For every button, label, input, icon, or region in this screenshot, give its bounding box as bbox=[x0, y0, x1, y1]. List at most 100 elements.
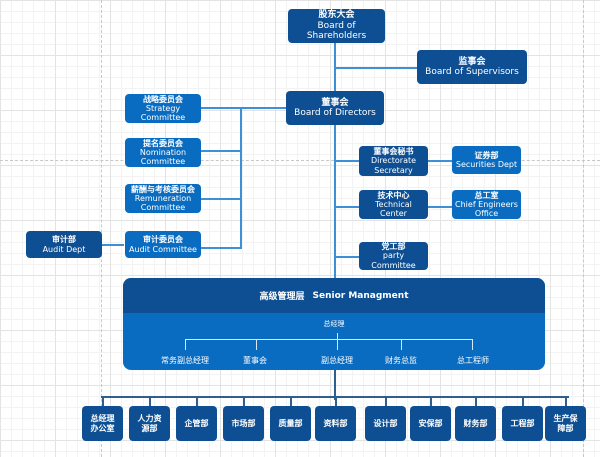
committee-strategy[interactable]: 战略委员会 Strategy Committee bbox=[125, 94, 201, 123]
securities-connector bbox=[428, 160, 452, 162]
remuneration-connector bbox=[200, 198, 241, 200]
role-drop-line bbox=[337, 333, 338, 350]
committee-en: Nomination Committee bbox=[139, 147, 187, 167]
roles-bus-line bbox=[185, 339, 473, 340]
department-label: 企管部 bbox=[184, 418, 209, 428]
party-box[interactable]: 党工部 party Committee bbox=[359, 242, 428, 270]
department-box[interactable]: 生产保障部 bbox=[545, 406, 586, 441]
department-label: 生产保障部 bbox=[553, 414, 578, 433]
audit-committee-connector bbox=[200, 247, 241, 249]
committees-spine-connector bbox=[240, 107, 242, 249]
department-label: 工程部 bbox=[510, 418, 535, 428]
page-break-line bbox=[101, 0, 102, 457]
supervisors-zh: 监事会 bbox=[458, 56, 486, 67]
chief-engineers-zh: 总工室 bbox=[474, 190, 499, 200]
department-box[interactable]: 设计部 bbox=[365, 406, 406, 441]
committee-audit[interactable]: 审计委员会 Audit Committee bbox=[125, 231, 201, 258]
department-label: 质量部 bbox=[278, 418, 303, 428]
role-drop-line bbox=[472, 339, 473, 350]
dept-spine-connector bbox=[334, 370, 336, 400]
chief-engineers-en: Chief Engineers Office bbox=[455, 199, 518, 219]
party-connector bbox=[335, 256, 359, 258]
secretary-en: Directorate Secretary bbox=[370, 156, 417, 175]
committee-remuneration[interactable]: 薪酬与考核委员会 Remuneration Committee bbox=[125, 184, 201, 213]
secretary-connector bbox=[335, 160, 359, 162]
department-drop-connector bbox=[196, 396, 198, 406]
department-box[interactable]: 资料部 bbox=[315, 406, 356, 441]
securities-box[interactable]: 证券部 Securities Dept bbox=[452, 146, 521, 174]
department-box[interactable]: 财务部 bbox=[455, 406, 496, 441]
directors-zh: 董事会 bbox=[321, 97, 349, 108]
ceo-label: 总经理 bbox=[323, 320, 345, 328]
strategy-connector bbox=[200, 107, 288, 109]
department-label: 设计部 bbox=[373, 418, 398, 428]
committee-zh: 战略委员会 bbox=[143, 94, 183, 104]
department-label: 总经理办公室 bbox=[90, 414, 115, 433]
department-box[interactable]: 质量部 bbox=[270, 406, 311, 441]
tech-center-box[interactable]: 技术中心 Technical Center bbox=[359, 190, 428, 219]
department-box[interactable]: 工程部 bbox=[502, 406, 543, 441]
audit-dept-en: Audit Dept bbox=[42, 244, 86, 254]
secretary-zh: 董事会秘书 bbox=[373, 147, 414, 157]
department-label: 财务部 bbox=[463, 418, 488, 428]
committee-zh: 薪酬与考核委员会 bbox=[131, 184, 195, 194]
committee-en: Strategy Committee bbox=[140, 103, 186, 123]
senior-management-zh: 高级管理层 bbox=[259, 292, 305, 302]
department-drop-connector bbox=[290, 396, 292, 406]
directors-box[interactable]: 董事会 Board of Directors bbox=[286, 91, 384, 125]
senior-management-en: Senior Managment bbox=[312, 290, 409, 301]
shareholders-box[interactable]: 股东大会 Board of Shareholders bbox=[288, 9, 385, 43]
department-box[interactable]: 人力资源部 bbox=[129, 406, 170, 441]
supervisors-box[interactable]: 监事会 Board of Supervisors bbox=[417, 50, 527, 84]
tech-center-en: Technical Center bbox=[375, 199, 412, 219]
department-label: 安保部 bbox=[418, 418, 443, 428]
department-drop-connector bbox=[102, 396, 104, 406]
department-drop-connector bbox=[430, 396, 432, 406]
department-label: 资料部 bbox=[323, 418, 348, 428]
chief-engineers-connector bbox=[428, 206, 452, 208]
secretary-box[interactable]: 董事会秘书 Directorate Secretary bbox=[359, 146, 428, 176]
directors-en: Board of Directors bbox=[294, 108, 376, 118]
page-break-line bbox=[0, 160, 600, 161]
department-drop-connector bbox=[565, 396, 567, 406]
role-label: 总工程师 bbox=[457, 356, 489, 365]
senior-management-panel[interactable]: 高级管理层 Senior Managment 总经理 常务副总经理 董事会 副总… bbox=[123, 278, 545, 370]
department-drop-connector bbox=[475, 396, 477, 406]
audit-dept-box[interactable]: 审计部 Audit Dept bbox=[26, 231, 102, 258]
department-drop-connector bbox=[335, 396, 337, 406]
party-zh: 党工部 bbox=[381, 242, 406, 252]
audit-dept-connector bbox=[102, 244, 124, 246]
committee-en: Remuneration Committee bbox=[134, 193, 192, 213]
shareholders-zh: 股东大会 bbox=[318, 10, 355, 21]
securities-zh: 证券部 bbox=[474, 150, 499, 160]
supervisors-en: Board of Supervisors bbox=[425, 67, 519, 77]
party-en: party Committee bbox=[371, 251, 416, 270]
senior-management-header: 高级管理层 Senior Managment bbox=[123, 278, 545, 313]
tech-center-connector bbox=[335, 206, 359, 208]
chief-engineers-box[interactable]: 总工室 Chief Engineers Office bbox=[452, 190, 521, 219]
page-break-line bbox=[583, 0, 584, 457]
department-box[interactable]: 企管部 bbox=[176, 406, 217, 441]
role-drop-line bbox=[185, 339, 186, 350]
department-drop-connector bbox=[243, 396, 245, 406]
nomination-connector bbox=[200, 150, 241, 152]
department-box[interactable]: 总经理办公室 bbox=[82, 406, 123, 441]
role-label: 常务副总经理 bbox=[161, 356, 209, 365]
tech-center-zh: 技术中心 bbox=[377, 190, 410, 200]
department-drop-connector bbox=[149, 396, 151, 406]
committee-zh: 提名委员会 bbox=[143, 138, 183, 148]
department-drop-connector bbox=[385, 396, 387, 406]
committee-zh: 审计委员会 bbox=[143, 235, 183, 245]
committee-nomination[interactable]: 提名委员会 Nomination Committee bbox=[125, 138, 201, 167]
supervisors-connector bbox=[335, 67, 418, 69]
department-label: 人力资源部 bbox=[137, 414, 162, 433]
role-label: 财务总监 bbox=[385, 356, 417, 365]
department-box[interactable]: 市场部 bbox=[223, 406, 264, 441]
role-label: 董事会 bbox=[243, 356, 267, 365]
role-label: 副总经理 bbox=[321, 356, 353, 365]
committee-en: Audit Committee bbox=[129, 244, 197, 254]
role-drop-line bbox=[401, 339, 402, 350]
department-label: 市场部 bbox=[231, 418, 256, 428]
shareholders-en: Board of Shareholders bbox=[306, 20, 367, 42]
department-box[interactable]: 安保部 bbox=[410, 406, 451, 441]
